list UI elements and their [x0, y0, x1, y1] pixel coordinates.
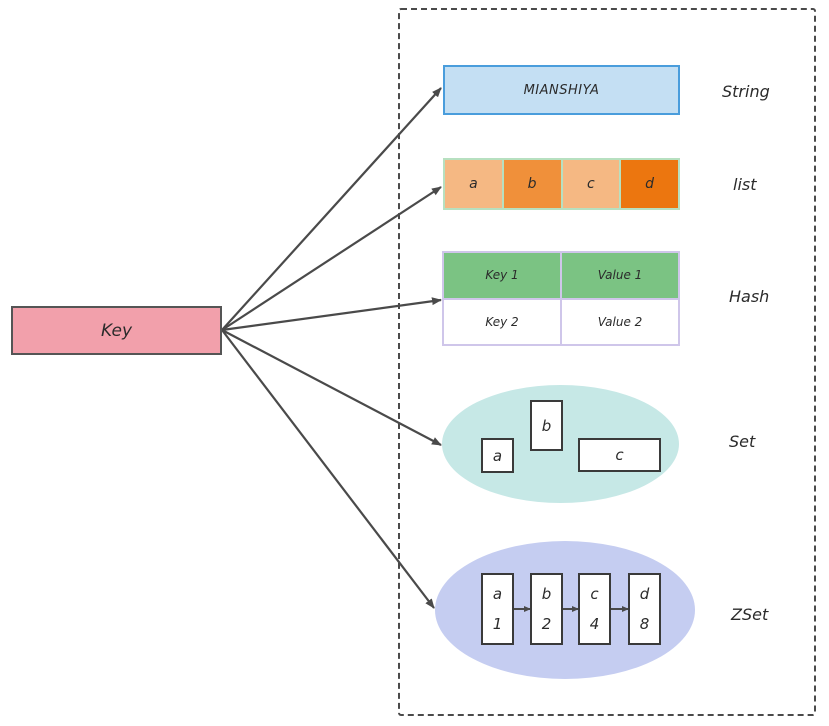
- hash-value: Value 1: [562, 253, 678, 298]
- list-item: b: [503, 160, 561, 208]
- list-item-label: d: [645, 176, 655, 192]
- list-item: d: [621, 160, 678, 208]
- string-node: MIANSHIYA: [443, 65, 680, 115]
- key-label: Key: [100, 320, 133, 341]
- type-label-list: list: [733, 175, 757, 194]
- list-item: a: [445, 160, 502, 208]
- zset-score: 8: [639, 615, 650, 633]
- set-member: a: [481, 438, 514, 473]
- data-types-container: [398, 8, 816, 716]
- list-item: c: [562, 160, 620, 208]
- list-item-label: c: [587, 176, 595, 192]
- set-member: b: [530, 400, 563, 451]
- arrow-to-hash: [221, 297, 442, 332]
- arrow-to-list: [221, 186, 442, 331]
- type-label-set: Set: [729, 432, 756, 451]
- set-member: c: [578, 438, 661, 472]
- zset-member-label: b: [541, 585, 552, 603]
- arrow-to-set: [221, 329, 442, 446]
- zset-score: 2: [541, 615, 552, 633]
- list-item-label: b: [527, 176, 537, 192]
- zset-member: b 2: [530, 573, 563, 645]
- hash-value: Value 2: [562, 299, 678, 344]
- arrow-to-string: [221, 87, 442, 331]
- list-node: a b c d: [443, 158, 680, 210]
- set-member-label: b: [541, 416, 552, 435]
- zset-score: 4: [589, 615, 600, 633]
- zset-member-label: c: [590, 585, 599, 603]
- list-item-label: a: [469, 176, 478, 192]
- key-node: Key: [11, 306, 222, 355]
- type-label-zset: ZSet: [731, 605, 769, 624]
- zset-member: a 1: [481, 573, 514, 645]
- zset-member-label: d: [639, 585, 650, 603]
- zset-member: c 4: [578, 573, 611, 645]
- hash-field: Key 2: [444, 299, 560, 344]
- zset-member-label: a: [492, 585, 503, 603]
- set-member-label: c: [615, 446, 624, 464]
- set-member-label: a: [492, 446, 503, 465]
- type-label-hash: Hash: [729, 287, 770, 306]
- hash-field: Key 1: [444, 253, 560, 298]
- type-label-string: String: [722, 82, 770, 101]
- zset-score: 1: [492, 615, 503, 633]
- hash-node: Key 1 Value 1 Key 2 Value 2: [442, 251, 680, 346]
- string-value: MIANSHIYA: [523, 82, 600, 98]
- zset-member: d 8: [628, 573, 661, 645]
